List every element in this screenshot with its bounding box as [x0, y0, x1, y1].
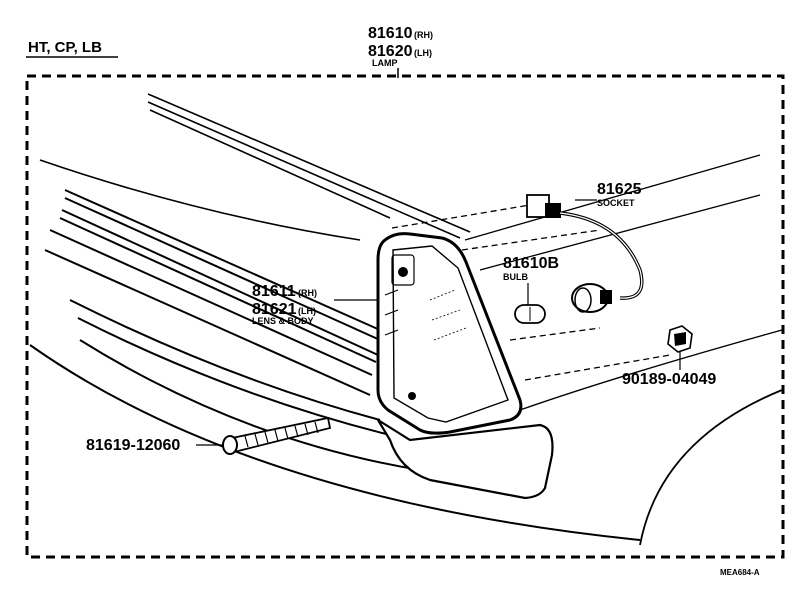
socket-number: 81625: [597, 181, 642, 198]
lamp-lh-number: 81620: [368, 43, 413, 60]
fender-line: [519, 329, 783, 411]
bulb: [514, 283, 546, 324]
vehicle-body-upper: [39, 93, 471, 241]
bulb-name: BULB: [503, 272, 528, 282]
model-label: HT, CP, LB: [28, 39, 102, 56]
callout-lens: 81611 (RH) 81621 (LH) LENS & BODY: [252, 283, 378, 326]
mounting-dashed-lines: [391, 204, 671, 381]
socket-name: SOCKET: [597, 198, 635, 208]
lamp-rh-number: 81610: [368, 25, 413, 42]
lamp-rh-side: (RH): [414, 30, 433, 40]
lamp-lh-side: (LH): [414, 48, 432, 58]
lens-lh-number: 81621: [252, 301, 297, 318]
assembly-boundary: [25, 74, 785, 559]
bumper: [377, 419, 554, 500]
lens-lh-side: (LH): [298, 306, 316, 316]
callout-socket: 81625 SOCKET: [597, 181, 642, 208]
screw-number: 90189-04049: [622, 371, 716, 388]
diagram-code: MEA684-A: [720, 568, 760, 577]
lamp-housing: [376, 232, 523, 435]
socket-assembly: [526, 194, 644, 313]
lens-rh-number: 81611: [252, 283, 296, 300]
fender-curve: [639, 389, 783, 546]
long-reference-lines: [464, 154, 761, 271]
bulb-number: 81610B: [503, 255, 559, 272]
callout-bulb: 81610B BULB: [503, 255, 559, 282]
callout-lamp: 81610 (RH) 81620 (LH) LAMP: [368, 25, 433, 78]
clip: [667, 325, 693, 370]
vehicle-body-lower: [29, 189, 641, 541]
lamp-name: LAMP: [372, 58, 398, 68]
bolt: [196, 416, 332, 455]
bolt-number: 81619-12060: [86, 437, 180, 454]
lens-name: LENS & BODY: [252, 316, 314, 326]
lens-rh-side: (RH): [298, 288, 317, 298]
